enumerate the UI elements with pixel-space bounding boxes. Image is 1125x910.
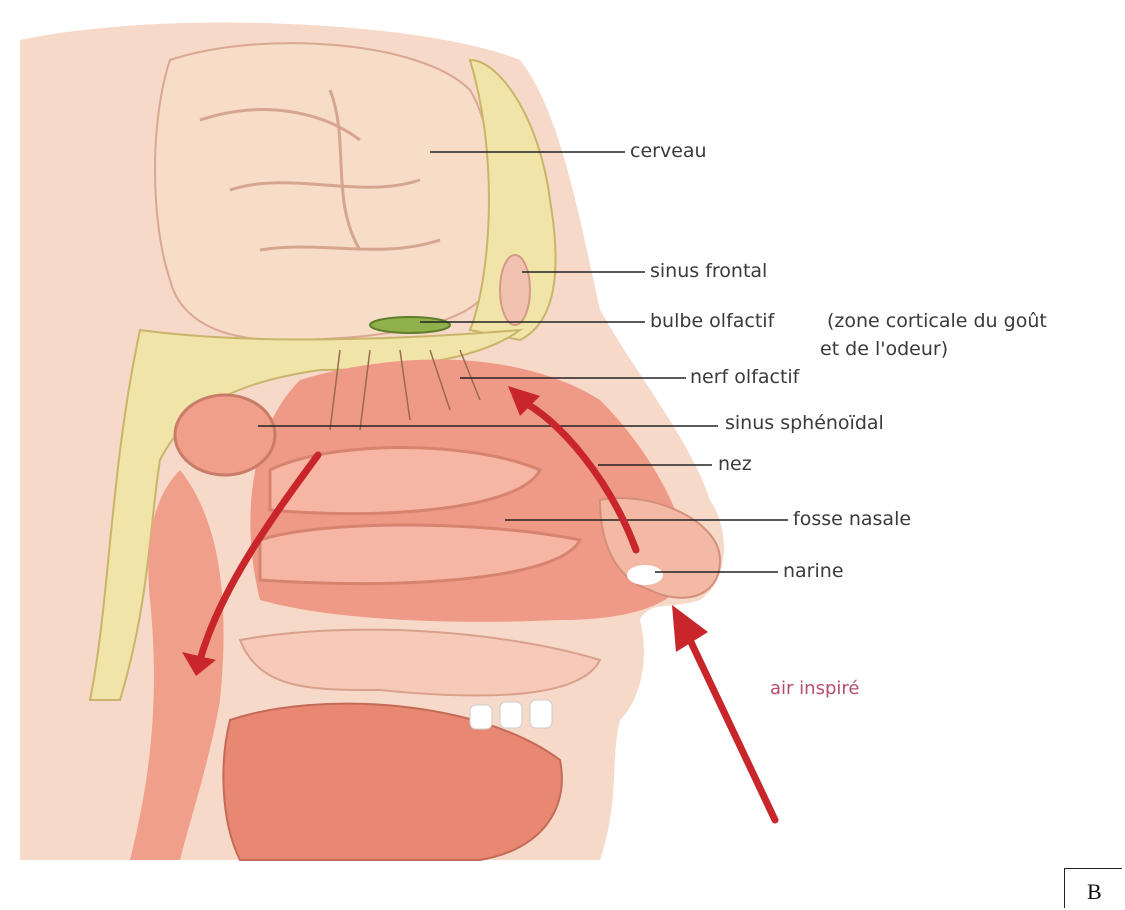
nostril-shape bbox=[627, 565, 663, 585]
sinus-frontal-shape bbox=[500, 255, 530, 325]
label-narine: narine bbox=[783, 560, 844, 582]
label-nerf-olfactif: nerf olfactif bbox=[690, 366, 799, 388]
brain bbox=[155, 43, 494, 340]
label-sinus-frontal: sinus frontal bbox=[650, 260, 767, 282]
label-zone-corticale-line2: et de l'odeur) bbox=[820, 338, 948, 360]
label-air-inspire: air inspiré bbox=[770, 678, 859, 700]
olfactory-bulb-shape bbox=[370, 317, 450, 333]
label-sinus-sphenoidal: sinus sphénoïdal bbox=[725, 412, 884, 434]
arrow-incoming bbox=[690, 640, 775, 820]
figure-letter: B bbox=[1087, 879, 1102, 904]
label-nez: nez bbox=[718, 453, 752, 475]
label-zone-corticale-line1: (zone corticale du goût bbox=[827, 310, 1047, 332]
label-fosse-nasale: fosse nasale bbox=[793, 508, 911, 530]
label-bulbe-olfactif: bulbe olfactif bbox=[650, 310, 774, 332]
sinus-sphenoidal-shape bbox=[175, 395, 275, 475]
label-cerveau: cerveau bbox=[630, 140, 707, 162]
figure-letter-box: B bbox=[1064, 868, 1122, 908]
